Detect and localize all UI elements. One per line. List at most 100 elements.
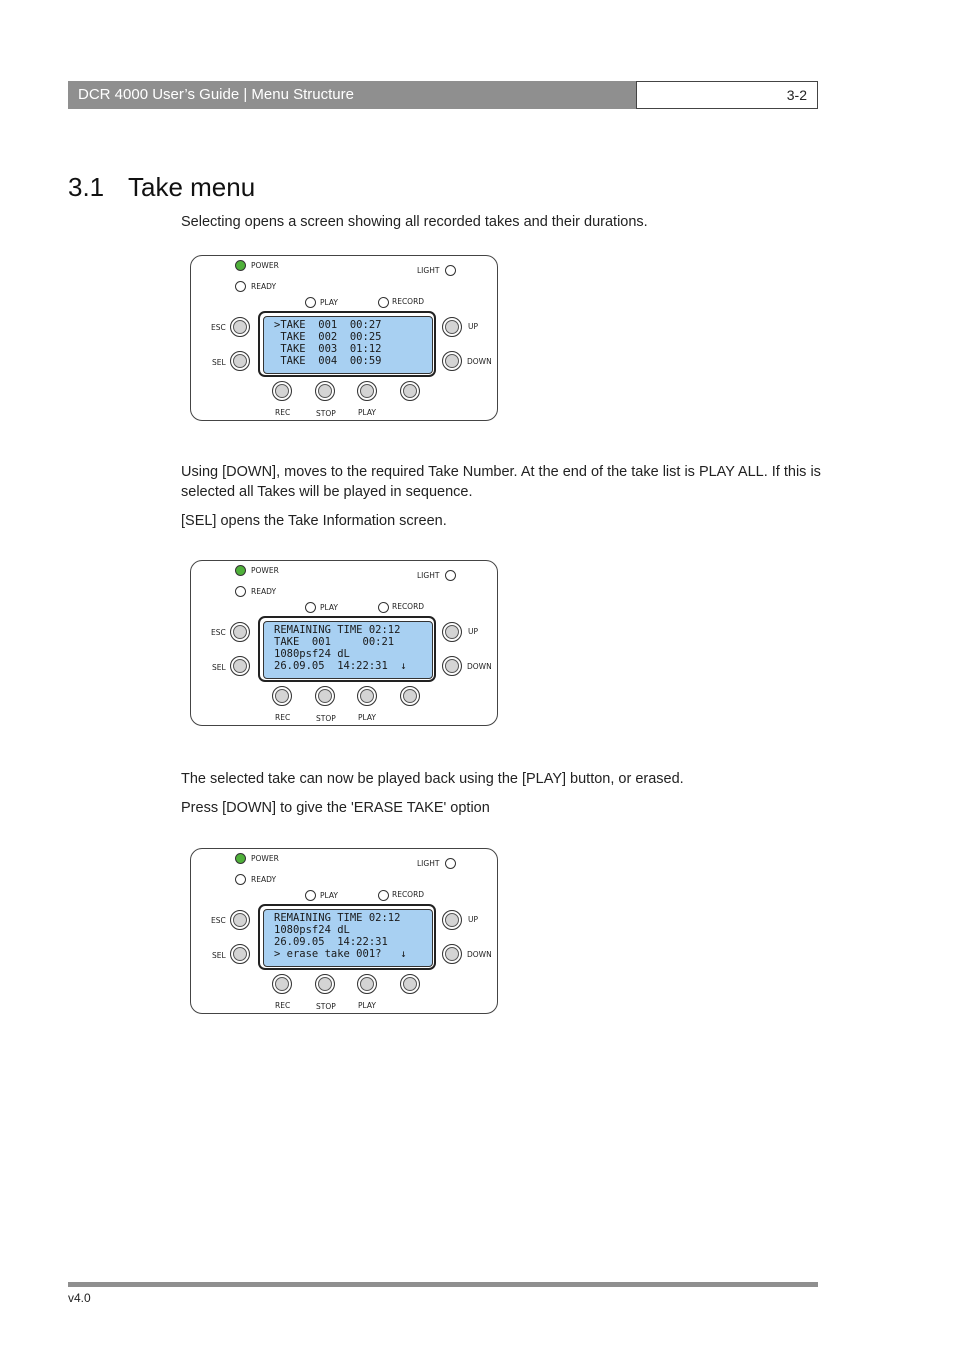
- section-number: 3.1: [68, 172, 105, 202]
- ready-led: [235, 281, 246, 292]
- light-label: LIGHT: [417, 571, 440, 580]
- up-button[interactable]: [442, 317, 462, 337]
- rec-button[interactable]: [272, 974, 292, 994]
- stop-button[interactable]: [315, 974, 335, 994]
- stop-button[interactable]: [315, 381, 335, 401]
- play-button[interactable]: [357, 974, 377, 994]
- power-label: POWER: [251, 261, 279, 270]
- play-led: [305, 602, 316, 613]
- lcd-line-2: TAKE 002 00:25: [274, 331, 382, 343]
- stop-label: STOP: [316, 1002, 336, 1011]
- sel-label: SEL: [212, 663, 226, 672]
- lcd-line-3: TAKE 003 01:12: [274, 343, 382, 355]
- lcd-screen: >TAKE 001 00:27 TAKE 002 00:25 TAKE 003 …: [263, 316, 433, 374]
- down-label: DOWN: [467, 662, 492, 671]
- esc-label: ESC: [211, 916, 226, 925]
- ready-led: [235, 874, 246, 885]
- lcd-line-4: > erase take 001? ↓: [274, 948, 407, 960]
- light-led: [445, 265, 456, 276]
- play-label: PLAY: [358, 1001, 377, 1010]
- ready-label: READY: [251, 282, 277, 291]
- header-title: DCR 4000 User’s Guide | Menu Structure: [68, 81, 636, 109]
- light-led: [445, 570, 456, 581]
- rec-label: REC: [275, 1001, 291, 1010]
- sel-label: SEL: [212, 358, 226, 367]
- play-led: [305, 297, 316, 308]
- esc-label: ESC: [211, 323, 226, 332]
- light-label: LIGHT: [417, 859, 440, 868]
- up-label: UP: [468, 915, 479, 924]
- section-title: Take menu: [128, 172, 256, 202]
- record-led: [378, 297, 389, 308]
- stop-button[interactable]: [315, 686, 335, 706]
- record-led: [378, 890, 389, 901]
- rec-label: REC: [275, 713, 291, 722]
- control-panel-take-list: POWER READY LIGHT PLAY RECORD ESC SEL UP…: [190, 255, 498, 421]
- play-label: PLAY: [358, 408, 377, 417]
- play-led: [305, 890, 316, 901]
- down-button[interactable]: [442, 944, 462, 964]
- record-led: [378, 602, 389, 613]
- esc-button[interactable]: [230, 317, 250, 337]
- stop-label: STOP: [316, 714, 336, 723]
- lcd-line-4: 26.09.05 14:22:31 ↓: [274, 660, 407, 672]
- up-label: UP: [468, 627, 479, 636]
- power-led: [235, 260, 246, 271]
- lcd-line-3: 1080psf24 dL: [274, 648, 350, 660]
- control-panel-take-info: POWER READY LIGHT PLAY RECORD ESC SEL UP…: [190, 560, 498, 726]
- lcd-bezel: >TAKE 001 00:27 TAKE 002 00:25 TAKE 003 …: [258, 311, 436, 377]
- rec-button[interactable]: [272, 686, 292, 706]
- down-label: DOWN: [467, 357, 492, 366]
- power-label: POWER: [251, 566, 279, 575]
- page-header: DCR 4000 User’s Guide | Menu Structure 3…: [68, 81, 818, 109]
- play-button[interactable]: [357, 686, 377, 706]
- stop-label: STOP: [316, 409, 336, 418]
- rec-label: REC: [275, 408, 291, 417]
- lcd-line-3: 26.09.05 14:22:31: [274, 936, 388, 948]
- function-button[interactable]: [400, 974, 420, 994]
- up-button[interactable]: [442, 622, 462, 642]
- function-button[interactable]: [400, 381, 420, 401]
- up-button[interactable]: [442, 910, 462, 930]
- function-button[interactable]: [400, 686, 420, 706]
- light-label: LIGHT: [417, 266, 440, 275]
- intro-paragraph: Selecting opens a screen showing all rec…: [181, 214, 648, 230]
- lcd-bezel: REMAINING TIME 02:12 1080psf24 dL 26.09.…: [258, 904, 436, 970]
- rec-button[interactable]: [272, 381, 292, 401]
- erase-info-paragraph: Press [DOWN] to give the 'ERASE TAKE' op…: [181, 800, 490, 816]
- play-info-paragraph: The selected take can now be played back…: [181, 771, 684, 787]
- control-panel-erase-take: POWER READY LIGHT PLAY RECORD ESC SEL UP…: [190, 848, 498, 1014]
- lcd-line-1: REMAINING TIME 02:12: [274, 912, 401, 924]
- section-heading: 3.1 Take menu: [68, 172, 255, 203]
- lcd-screen: REMAINING TIME 02:12 1080psf24 dL 26.09.…: [263, 909, 433, 967]
- sel-label: SEL: [212, 951, 226, 960]
- record-label: RECORD: [392, 602, 425, 611]
- play-led-label: PLAY: [320, 603, 339, 612]
- lcd-bezel: REMAINING TIME 02:12 TAKE 001 00:21 1080…: [258, 616, 436, 682]
- down-button[interactable]: [442, 656, 462, 676]
- page-number: 3-2: [636, 81, 818, 109]
- esc-label: ESC: [211, 628, 226, 637]
- footer-rule: [68, 1282, 818, 1287]
- play-led-label: PLAY: [320, 298, 339, 307]
- record-label: RECORD: [392, 890, 425, 899]
- lcd-screen: REMAINING TIME 02:12 TAKE 001 00:21 1080…: [263, 621, 433, 679]
- lcd-line-2: 1080psf24 dL: [274, 924, 350, 936]
- lcd-line-1: >TAKE 001 00:27: [274, 319, 382, 331]
- power-led: [235, 565, 246, 576]
- esc-button[interactable]: [230, 910, 250, 930]
- ready-led: [235, 586, 246, 597]
- ready-label: READY: [251, 587, 277, 596]
- esc-button[interactable]: [230, 622, 250, 642]
- down-button[interactable]: [442, 351, 462, 371]
- sel-button[interactable]: [230, 944, 250, 964]
- down-label: DOWN: [467, 950, 492, 959]
- power-label: POWER: [251, 854, 279, 863]
- sel-button[interactable]: [230, 656, 250, 676]
- ready-label: READY: [251, 875, 277, 884]
- sel-button[interactable]: [230, 351, 250, 371]
- light-led: [445, 858, 456, 869]
- power-led: [235, 853, 246, 864]
- down-info-paragraph: Using [DOWN], moves to the required Take…: [181, 464, 821, 500]
- play-button[interactable]: [357, 381, 377, 401]
